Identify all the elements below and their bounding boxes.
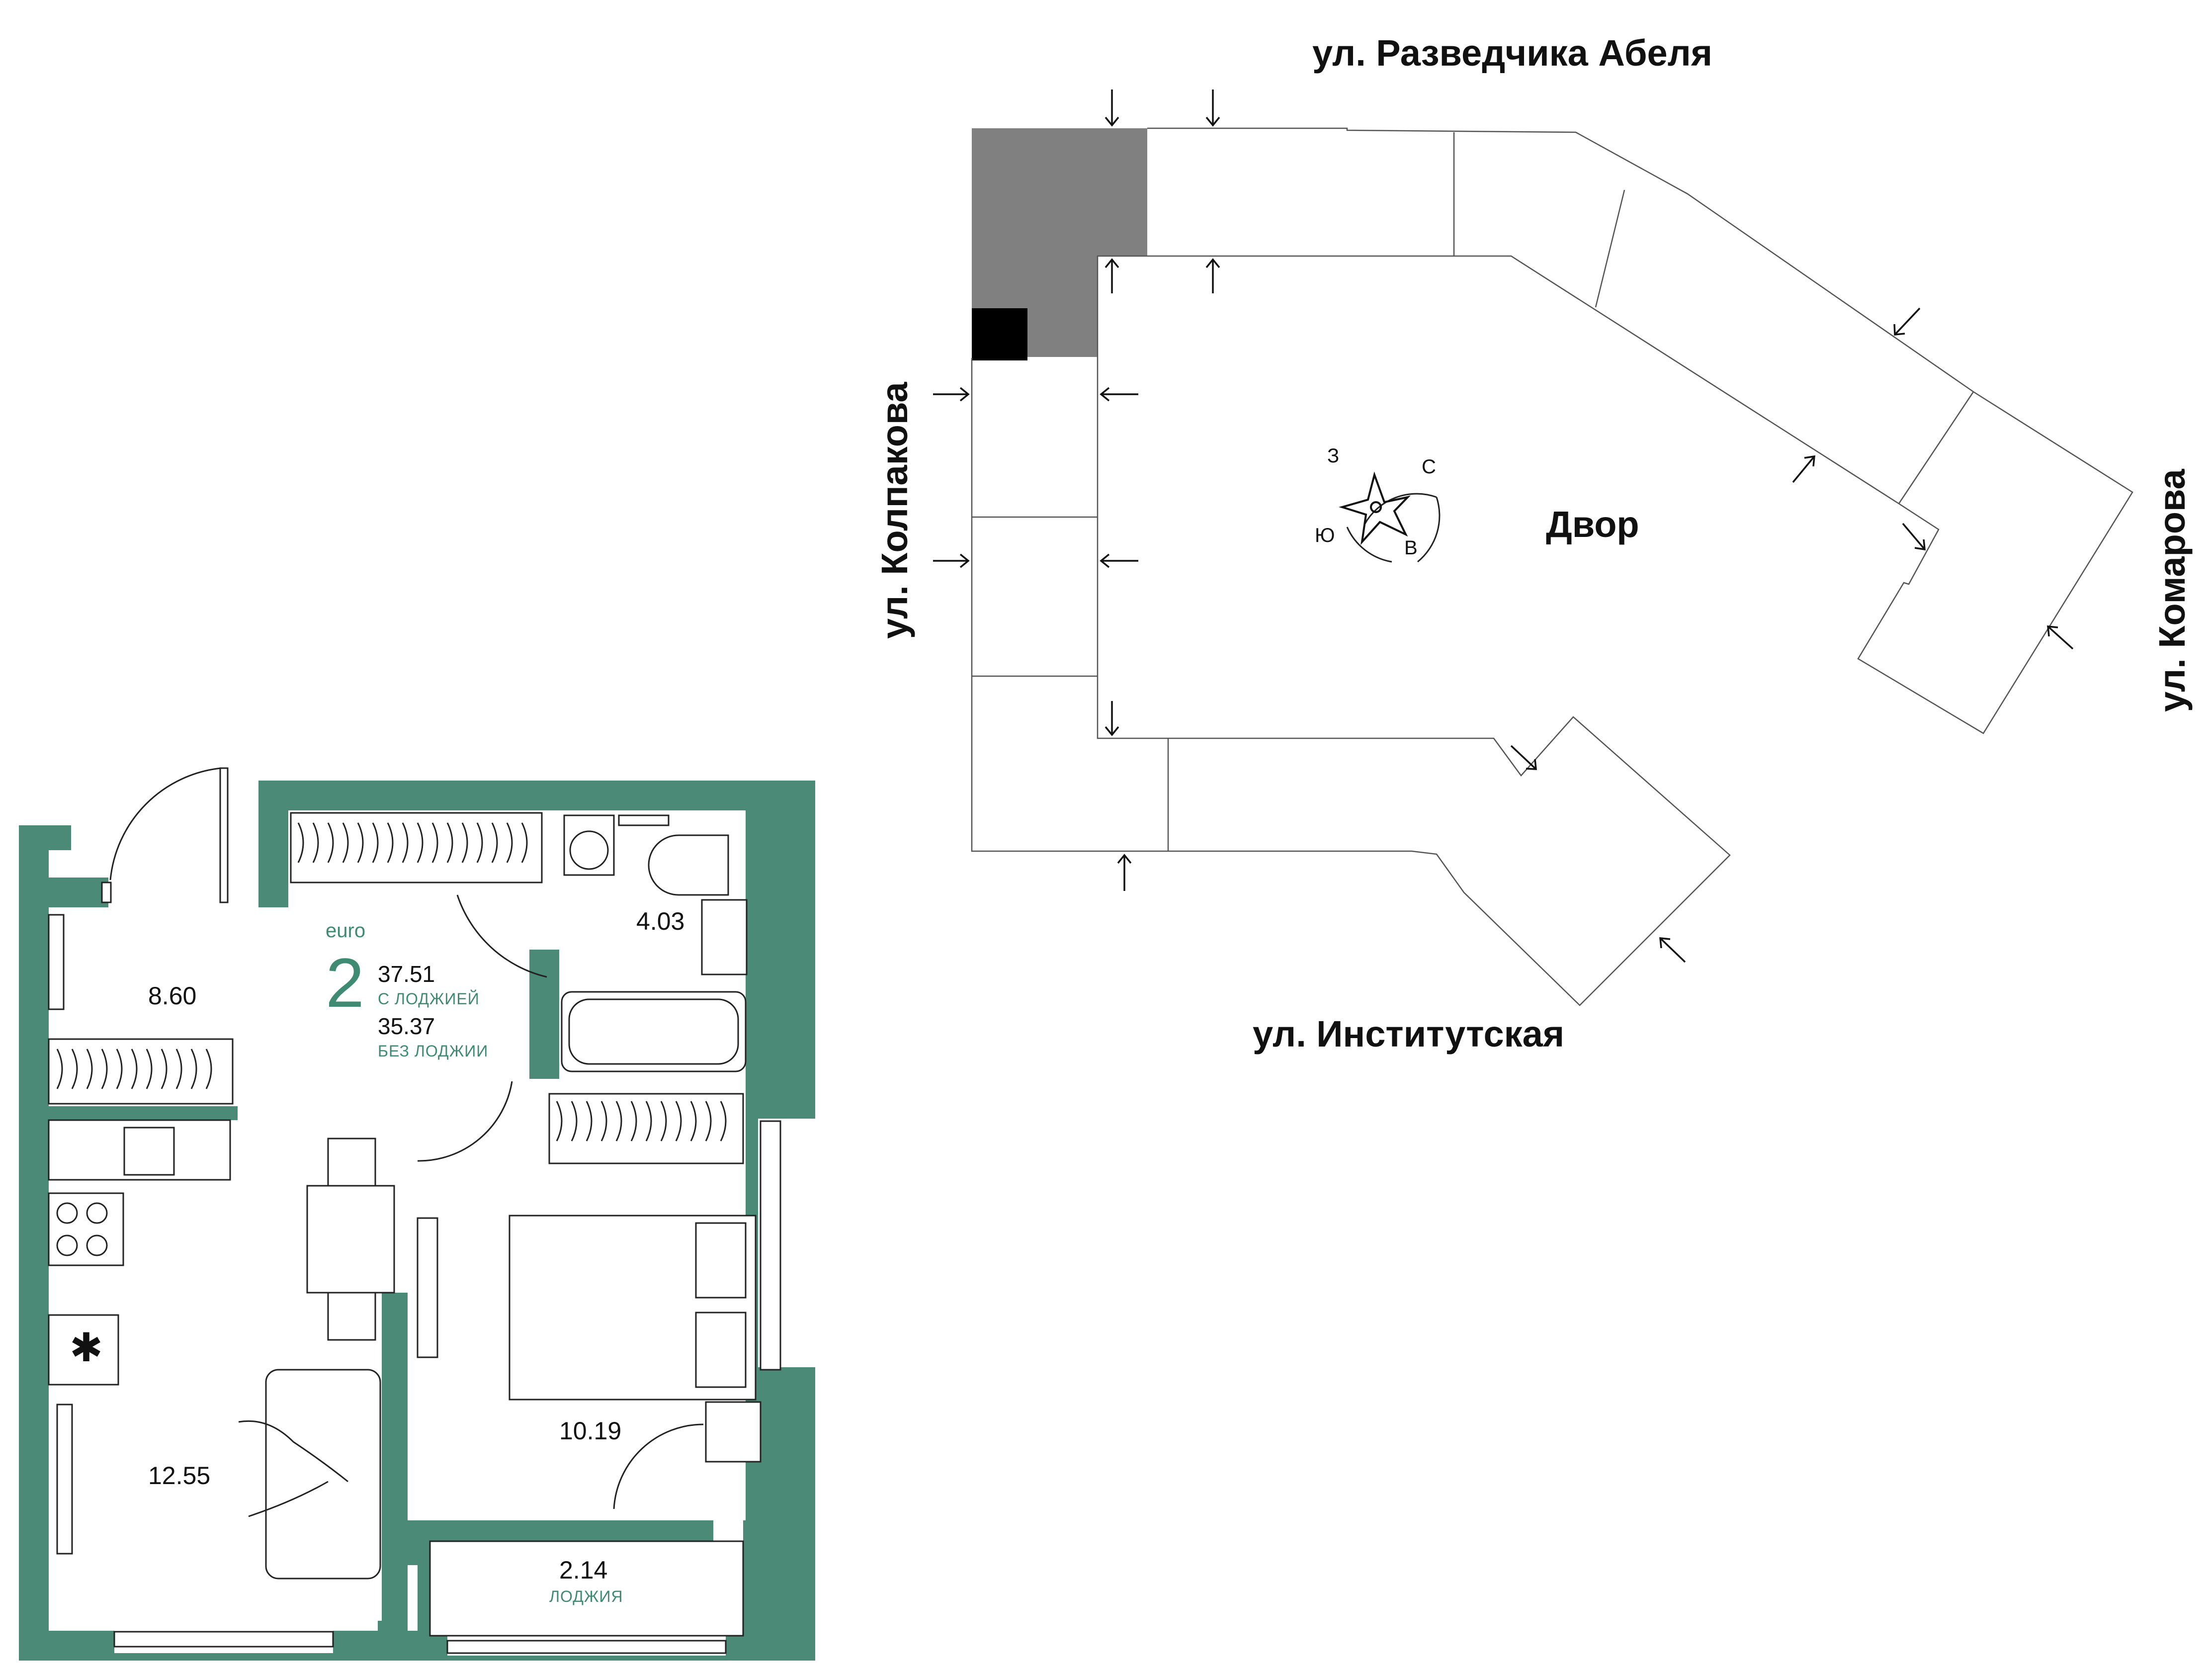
compass-west: З [1327, 445, 1339, 467]
entry-door[interactable] [50, 767, 229, 903]
area-without-loggia: 35.37 [378, 1013, 435, 1039]
bathroom-door-swing[interactable] [456, 894, 547, 978]
shelf [618, 814, 670, 826]
window[interactable] [446, 1640, 727, 1654]
tv [56, 1404, 73, 1555]
bathtub-icon [561, 991, 747, 1072]
compass-east: В [1404, 537, 1418, 559]
compass-south: Ю [1315, 525, 1335, 546]
area-bathroom: 4.03 [636, 907, 684, 935]
street-west: ул. Колпакова [874, 382, 915, 639]
entrance-arrow [1105, 89, 1119, 127]
highlighted-section[interactable] [972, 128, 1147, 357]
window[interactable] [760, 1120, 781, 1371]
nightstand [705, 1401, 762, 1463]
entrance-arrow [1117, 854, 1132, 891]
entrance-arrow [1100, 387, 1138, 402]
rooms-count: 2 [326, 944, 364, 1022]
street-east: ул. Комарова [2151, 468, 2193, 712]
toilet-icon [648, 834, 729, 896]
area-hall: 8.60 [148, 982, 196, 1010]
washing-machine-icon [563, 814, 615, 876]
sofa [265, 1369, 381, 1580]
bedroom-door-swing[interactable] [417, 1081, 513, 1162]
entrance-arrow [1893, 307, 1921, 336]
pillow [695, 1312, 747, 1388]
entrance-arrow [2047, 625, 2074, 650]
area-kitchen-living: 12.55 [148, 1462, 210, 1490]
area-with-loggia: 37.51 [378, 961, 435, 987]
entrance-arrow [1105, 258, 1119, 293]
wardrobe [48, 1038, 234, 1105]
street-south: ул. Институтская [1253, 1013, 1564, 1055]
hangers-icon [297, 822, 528, 863]
with-loggia-label: С ЛОДЖИЕЙ [378, 990, 480, 1008]
sink-icon [701, 899, 748, 975]
compass-rose-icon: С В Ю З [1315, 445, 1441, 563]
entrance-arrow [1792, 455, 1815, 483]
entrance-arrow [1205, 258, 1220, 293]
apartment-marker[interactable] [972, 308, 1027, 360]
entrance-arrow [1902, 523, 1926, 551]
chair [327, 1138, 376, 1187]
entrance-arrow [1510, 745, 1537, 770]
entrance-arrow [1205, 89, 1220, 127]
loggia-label: ЛОДЖИЯ [549, 1587, 623, 1605]
floor-plan: 4.03 8.60 12.55 euro 2 37.51 С ЛОДЖИЕЙ 3… [19, 766, 818, 1661]
stove-icon [48, 1192, 124, 1266]
hangers-icon [56, 1049, 212, 1089]
wardrobe [548, 1093, 744, 1164]
snowflake-icon: ✱ [70, 1325, 103, 1370]
dining-table [306, 1185, 395, 1294]
without-loggia-label: БЕЗ ЛОДЖИИ [378, 1042, 488, 1060]
entrance-arrow [1659, 937, 1686, 963]
section-divider [1595, 189, 1625, 308]
entrance-arrow [1105, 701, 1119, 736]
entrance-arrow [1100, 553, 1138, 568]
series-label: euro [326, 920, 365, 942]
loggia-door-swing[interactable] [613, 1423, 704, 1509]
hangers-icon [556, 1101, 727, 1142]
tv [417, 1217, 438, 1358]
yard-label: Двор [1546, 504, 1639, 545]
entrance-arrow [933, 387, 970, 402]
entrance-arrows [933, 89, 2074, 963]
section-divider [1898, 391, 1974, 504]
radiator-icon [48, 914, 65, 1010]
person-icon [238, 1420, 348, 1517]
area-loggia: 2.14 [559, 1556, 607, 1584]
site-plan: С В Ю З Двор ул. Разведчика Абеля ул. Ко… [874, 32, 2193, 1055]
building-outline [971, 127, 2133, 1006]
loggia [429, 1540, 744, 1637]
sink-icon [123, 1127, 175, 1176]
street-north: ул. Разведчика Абеля [1312, 32, 1712, 74]
window[interactable] [113, 1631, 334, 1648]
area-bedroom: 10.19 [559, 1417, 621, 1445]
fridge-icon [48, 1314, 119, 1386]
entrance-arrow [933, 553, 970, 568]
pillow [695, 1222, 747, 1299]
compass-north: С [1422, 456, 1436, 478]
chair [327, 1292, 376, 1341]
